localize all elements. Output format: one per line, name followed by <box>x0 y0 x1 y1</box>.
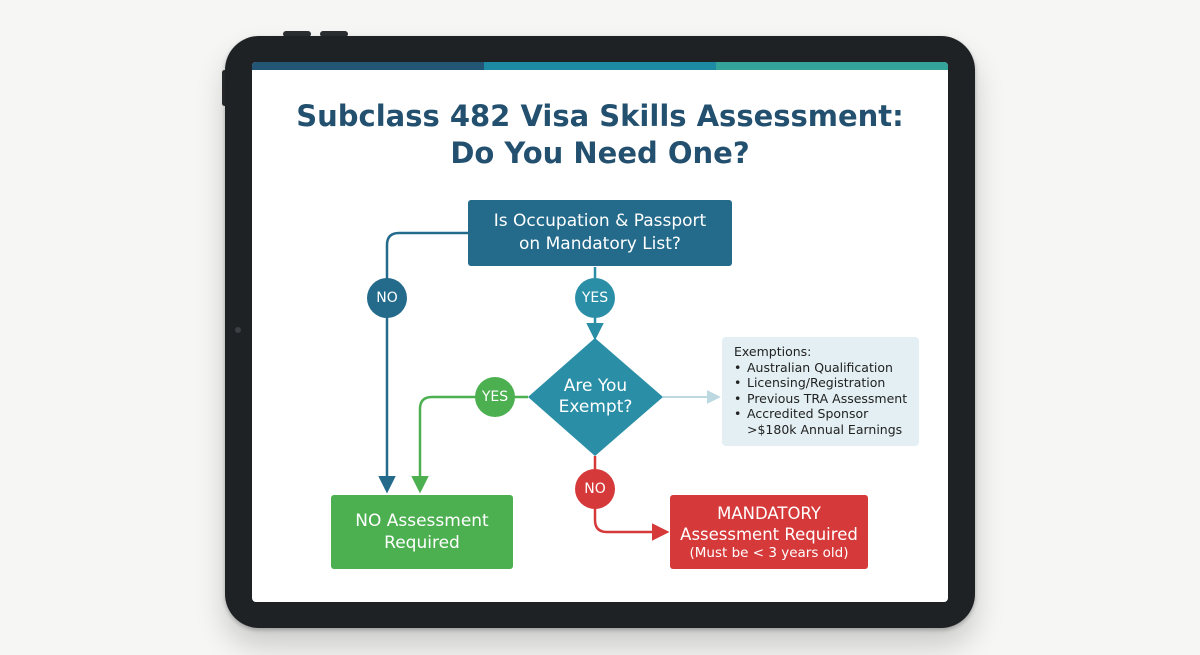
mandatory-box <box>670 495 868 569</box>
title-line-1: Subclass 482 Visa Skills Assessment: <box>296 99 904 133</box>
accent-bar-1 <box>252 62 484 70</box>
label-yes-left: YES <box>475 377 515 417</box>
exemption-item: Previous TRA Assessment <box>734 391 911 407</box>
page-title: Subclass 482 Visa Skills Assessment: Do … <box>252 98 948 172</box>
exemption-item-continuation: >$180k Annual Earnings <box>747 421 903 437</box>
connector-no-left <box>378 231 468 494</box>
connector-no-bottom <box>593 456 670 541</box>
exemption-item: Accredited Sponsor <box>734 406 911 422</box>
exemptions-panel: Exemptions: Australian Qualification Lic… <box>722 337 919 446</box>
question1-box <box>468 200 732 266</box>
title-line-2: Do You Need One? <box>450 136 750 170</box>
tablet-screen: Subclass 482 Visa Skills Assessment: Do … <box>252 62 948 602</box>
exemptions-list: Australian Qualification Licensing/Regis… <box>734 360 911 422</box>
label-no-left: NO <box>367 278 407 318</box>
no-assessment-box <box>331 495 513 569</box>
exemptions-heading: Exemptions: <box>734 344 812 359</box>
tablet-camera <box>235 327 241 333</box>
tablet-top-button-1 <box>283 31 311 37</box>
label-no-bottom: NO <box>575 469 615 509</box>
accent-bar-3 <box>716 62 948 70</box>
connector-yes-left <box>411 395 528 494</box>
question2-diamond <box>528 338 663 456</box>
tablet-side-button <box>222 70 227 106</box>
flowchart <box>331 200 868 569</box>
accent-bar-2 <box>484 62 716 70</box>
exemption-item: Licensing/Registration <box>734 375 911 391</box>
exemption-item: Australian Qualification <box>734 360 911 376</box>
tablet-top-button-2 <box>320 31 348 37</box>
label-yes-top: YES <box>575 278 615 318</box>
